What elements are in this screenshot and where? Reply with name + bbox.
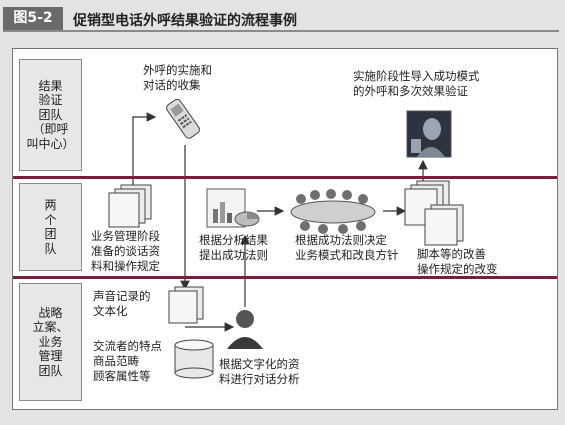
note-decide-model: 根据成功法则决定 业务模式和改良方针	[295, 233, 399, 262]
analysis-chart-icon	[206, 188, 260, 228]
figure-title: 促销型电话外呼结果验证的流程事例	[73, 13, 297, 29]
database-icon	[174, 339, 214, 379]
note-communicator-features: 交流者的特点 商品范畴 顾客属性等	[93, 339, 162, 383]
meeting-table-icon	[290, 189, 376, 234]
lane-label-two-teams: 两 个 团 队	[19, 183, 82, 271]
phone-icon	[166, 98, 200, 139]
flow-connectors	[108, 98, 464, 379]
flow-diagram: 结果 验证 团队 （即呼 叫中心） 两 个 团 队 战略 立案、 业务 管理 团…	[12, 48, 558, 410]
note-dialog-analysis: 根据文字化的资 料进行对话分析	[219, 357, 300, 386]
note-analysis-results: 根据分析结果 提出成功法则	[199, 233, 268, 262]
script-docs-icon	[404, 180, 464, 246]
figure-number-badge: 图5-2	[3, 7, 63, 30]
lane-divider	[13, 276, 557, 279]
lane-label-verification-team: 结果 验证 团队 （即呼 叫中心）	[19, 59, 82, 171]
transcription-docs-icon	[168, 286, 204, 324]
note-script-improvement: 脚本等的改善 操作规定的改变	[417, 247, 498, 276]
note-transcription: 声音记录的 文本化	[93, 289, 151, 318]
title-rule	[3, 30, 559, 32]
lane-divider	[13, 176, 557, 179]
note-business-docs: 业务管理阶段 准备的谈话资 料和操作规定	[91, 229, 160, 273]
note-stage-verification: 实施阶段性导入成功模式 的外呼和多次效果验证	[353, 69, 480, 98]
analyst-person-icon	[227, 310, 263, 349]
presenter-image-icon	[406, 110, 452, 158]
note-outbound-collection: 外呼的实施和 对话的收集	[143, 63, 212, 92]
business-docs-icon	[108, 184, 152, 228]
arrow-docs-to-phone	[132, 112, 157, 187]
lane-label-strategy-team: 战略 立案、 业务 管理 团队	[19, 283, 82, 401]
